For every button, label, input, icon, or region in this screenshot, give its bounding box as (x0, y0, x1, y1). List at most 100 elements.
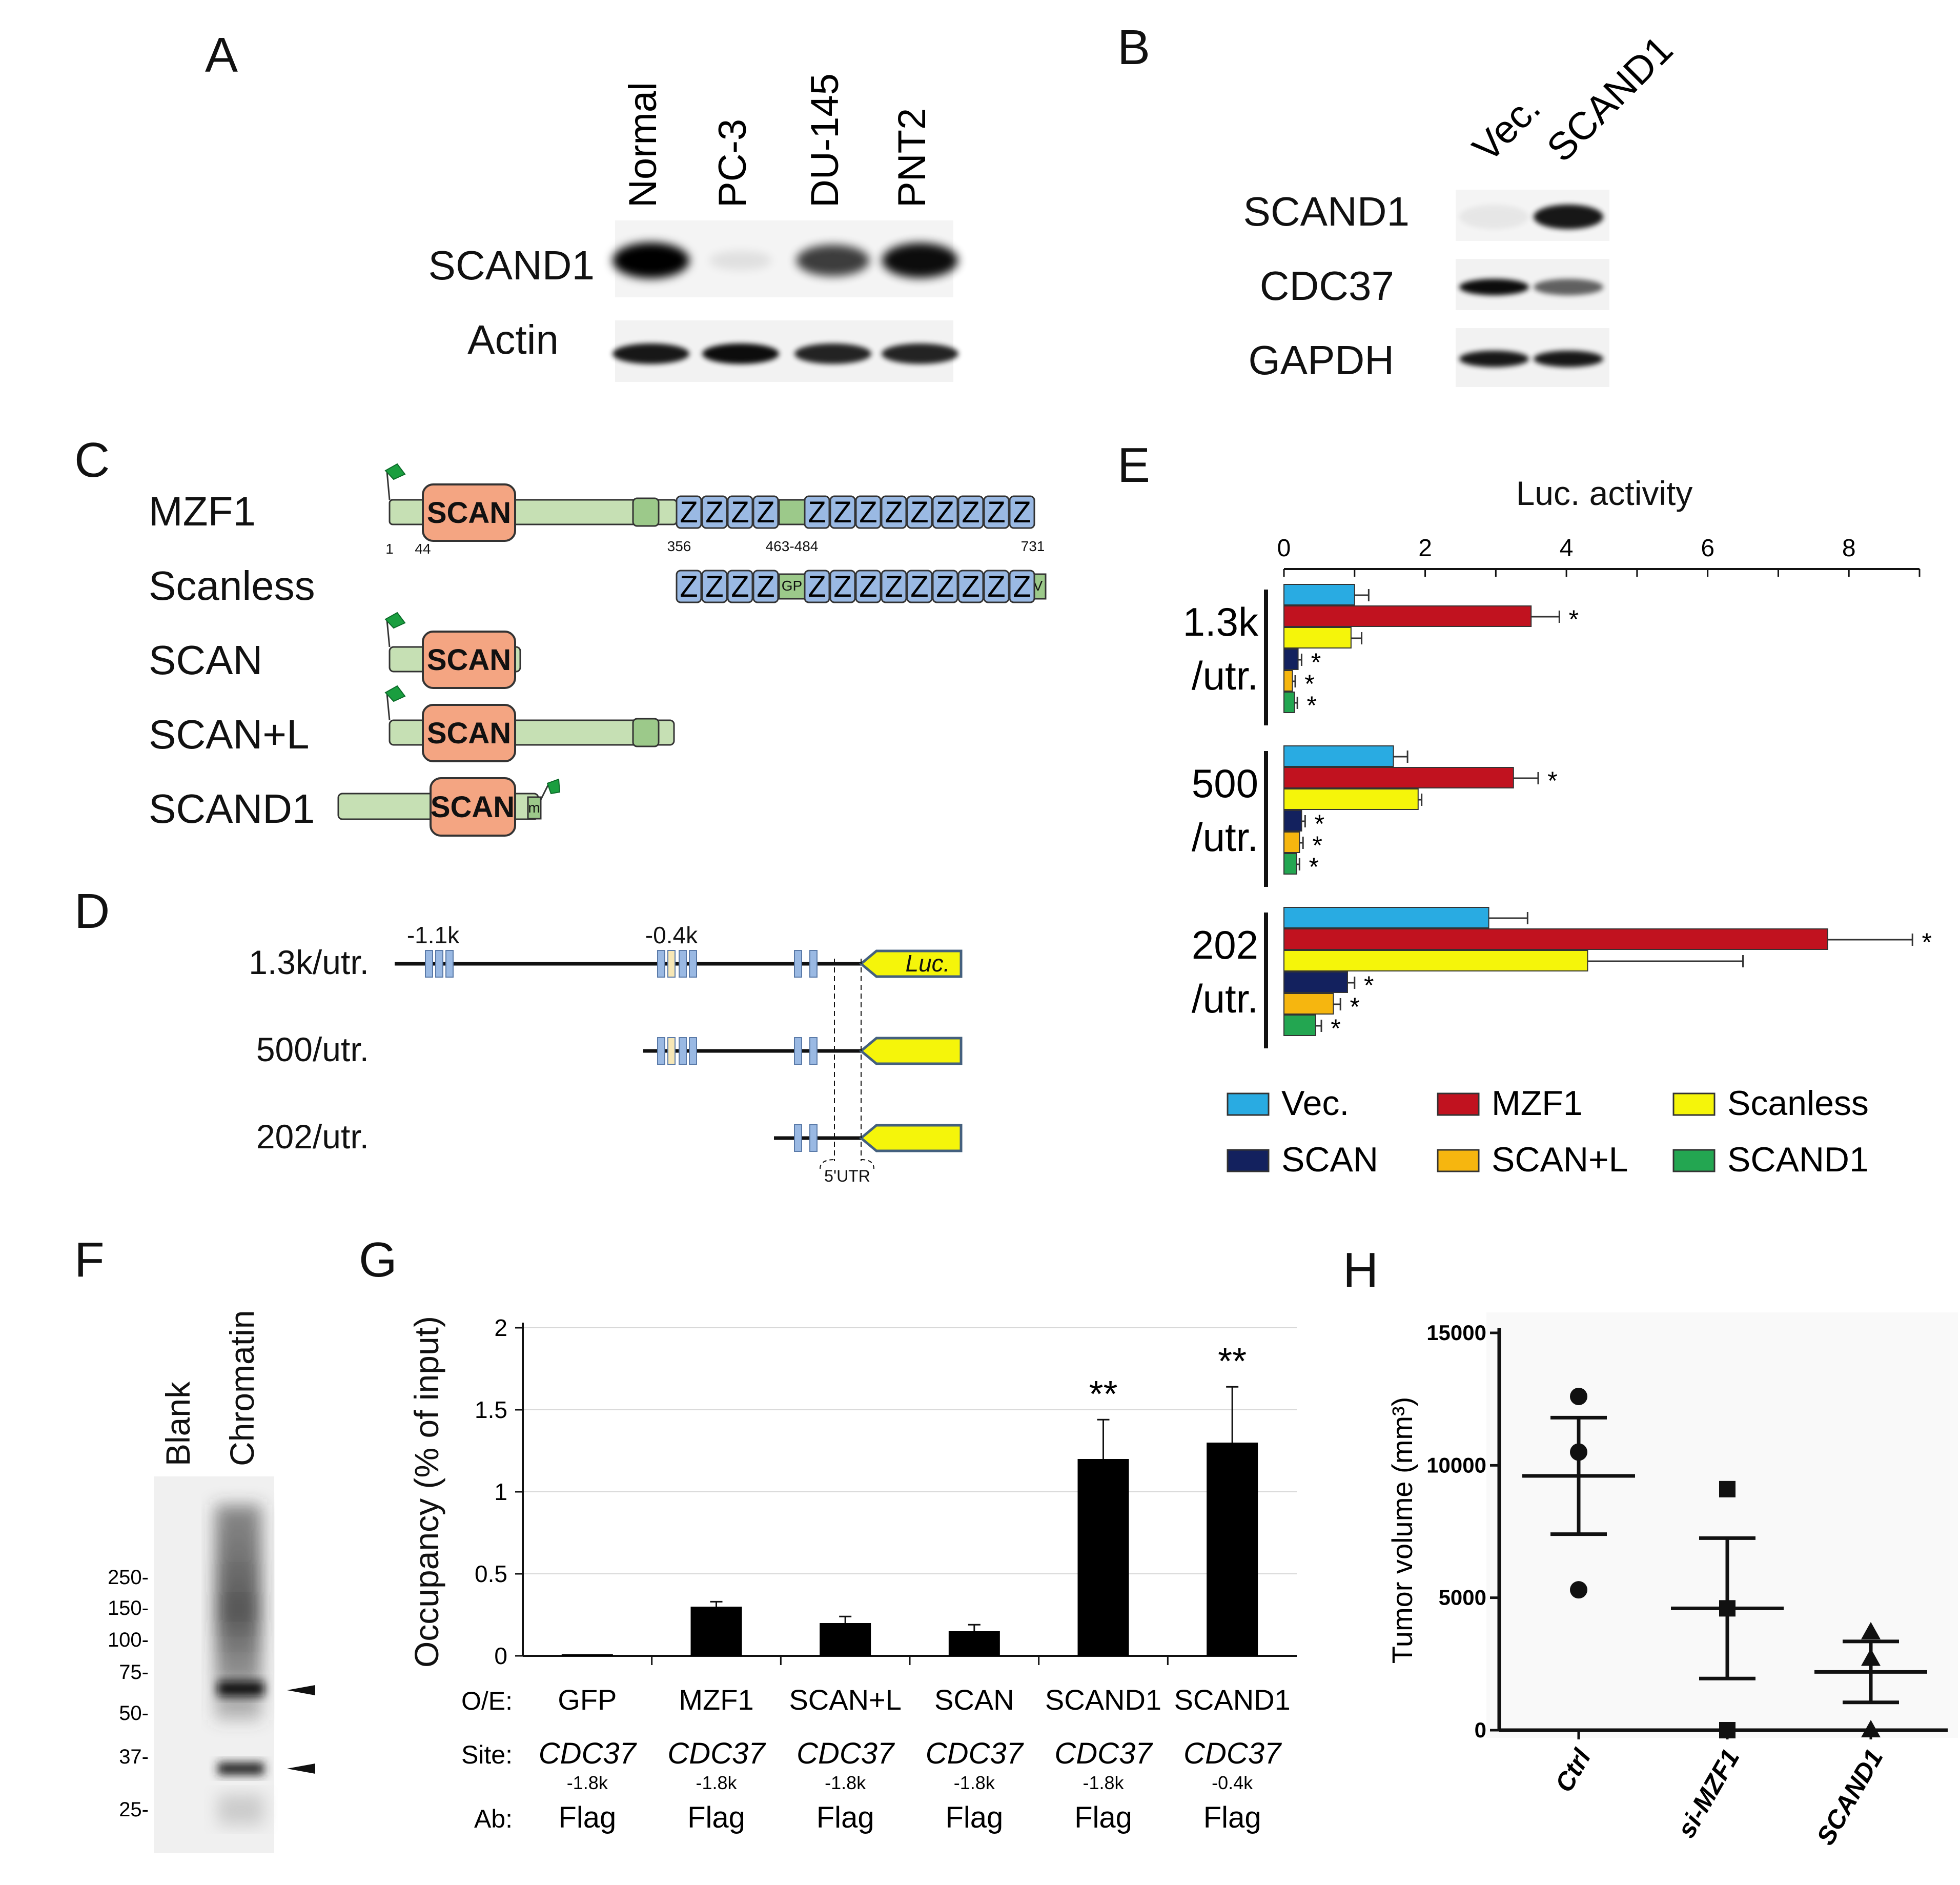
zinc-finger-text: Z (1013, 570, 1031, 603)
table-site-cell: CDC37 (1183, 1737, 1282, 1770)
bar-scanless (1283, 950, 1588, 971)
arrow-marker-icon (287, 1764, 315, 1774)
scand1-scan-text: SCAN (431, 791, 515, 824)
zinc-finger-text: Z (757, 570, 774, 603)
legend-swatch (1672, 1149, 1716, 1172)
zinc-finger-text: Z (833, 496, 851, 529)
construct-label-scan: SCAN (149, 637, 262, 683)
bar-scand1 (1283, 1015, 1316, 1036)
table-oe-cell: GFP (558, 1684, 617, 1716)
flag-icon (384, 463, 406, 500)
data-point-square (1719, 1481, 1736, 1497)
bar-scand1 (1283, 692, 1295, 713)
x-category-label: si-MZF1 (1672, 1745, 1745, 1843)
mw-marker-label: 100- (108, 1629, 149, 1651)
table-site-cell: CDC37 (797, 1737, 895, 1770)
luc-reporter-3 (859, 1124, 963, 1152)
legend-swatch (1672, 1092, 1716, 1116)
table-site-cell: CDC37 (539, 1737, 638, 1770)
table-oe-cell: MZF1 (679, 1684, 753, 1716)
panel-letter-d: D (74, 884, 110, 939)
zinc-finger-text: Z (757, 496, 774, 529)
band (1459, 205, 1529, 229)
data-point-square (1719, 1600, 1736, 1617)
chart-e-title: Luc. activity (1516, 474, 1693, 512)
group-sub-label: /utr. (1192, 653, 1258, 698)
arrow-marker-icon (287, 1685, 315, 1695)
y-tick-label: 0 (494, 1643, 507, 1669)
scan-domain (422, 631, 516, 689)
zinc-finger-box (855, 495, 882, 529)
table-ab-cell: Flag (1074, 1801, 1132, 1834)
actin-band (612, 343, 689, 364)
data-point-triangle (1861, 1621, 1881, 1639)
data-point-square (1719, 1722, 1736, 1738)
significance-star: * (1304, 670, 1314, 698)
row-label-b-gapdh: GAPDH (1249, 337, 1395, 383)
data-point-circle (1570, 1581, 1587, 1599)
mzf1-scan-domain (422, 483, 516, 542)
binding-site-box (445, 950, 454, 978)
binding-site-box (667, 950, 676, 978)
y-tick-label: 0 (1475, 1718, 1486, 1742)
table-row-label: Site: (461, 1740, 513, 1769)
bar-scan (1283, 648, 1299, 670)
zinc-finger-text: Z (731, 570, 749, 603)
zinc-finger-box (881, 570, 907, 603)
table-ab-cell: Flag (687, 1801, 745, 1834)
zinc-finger-text: Z (680, 570, 698, 603)
zinc-finger-text: Z (731, 496, 749, 529)
zinc-finger-text: Z (936, 570, 954, 603)
binding-site-box (809, 950, 818, 978)
x-tick-label: 0 (1277, 535, 1291, 562)
table-oe-cell: SCAN (934, 1684, 1014, 1716)
bar-mzf1 (1283, 767, 1514, 788)
data-point-triangle (1861, 1720, 1881, 1737)
bar-vec- (1283, 584, 1355, 605)
data-point-circle (1570, 1443, 1587, 1461)
table-site-cell: CDC37 (1054, 1737, 1153, 1770)
lane-label-chromatin: Chromatin (223, 1310, 261, 1466)
legend-swatch (1227, 1149, 1270, 1172)
lane-label-blank: Blank (159, 1381, 197, 1466)
data-point-triangle (1861, 1648, 1881, 1666)
y-tick-label: 1 (494, 1478, 507, 1505)
occupancy-bar (561, 1654, 613, 1656)
band (1459, 351, 1529, 367)
scanless-gp-text: GP (782, 578, 802, 594)
zinc-finger-box (701, 495, 728, 529)
luc-reporter-1 (859, 949, 963, 978)
table-site-sub: -0.4k (1212, 1772, 1253, 1793)
zinc-finger-text: Z (808, 496, 826, 529)
actin-band (794, 343, 871, 364)
scanless-gp-box (778, 573, 806, 600)
construct-label-scand1: SCAND1 (149, 786, 315, 832)
mw-marker-label: 250- (108, 1566, 149, 1589)
zinc-finger-box (906, 570, 933, 603)
bar-scand1 (1283, 853, 1297, 875)
binding-site-box (679, 950, 687, 978)
promoter-label-500: 500/utr. (256, 1030, 369, 1068)
bar-mzf1 (1283, 605, 1532, 627)
legend-label: MZF1 (1492, 1084, 1583, 1123)
x-category-label: SCAND1 (1811, 1745, 1888, 1850)
panel-letter-h: H (1343, 1243, 1378, 1298)
row-label-b-scand1: SCAND1 (1243, 189, 1410, 234)
y-tick-label: 2 (494, 1314, 507, 1341)
row-label-actin: Actin (467, 317, 559, 362)
table-site-cell: CDC37 (926, 1737, 1025, 1770)
chart-g-ylabel: Occupancy (% of input) (407, 1316, 445, 1668)
significance-star: * (1315, 809, 1324, 838)
zinc-finger-text: Z (808, 570, 826, 603)
y-tick-label: 0.5 (475, 1560, 507, 1587)
panel-f-gel: Blank Chromatin 250-150-100-75-50-37-25- (108, 1310, 315, 1853)
zinc-finger-box (932, 495, 958, 529)
zinc-finger-box (804, 495, 830, 529)
zinc-finger-text: Z (910, 496, 928, 529)
significance-star: * (1331, 1014, 1340, 1043)
binding-site-box (809, 1037, 818, 1065)
luc-text: Luc. (906, 950, 950, 977)
y-tick-label: 10000 (1426, 1453, 1486, 1477)
band (1534, 279, 1603, 295)
